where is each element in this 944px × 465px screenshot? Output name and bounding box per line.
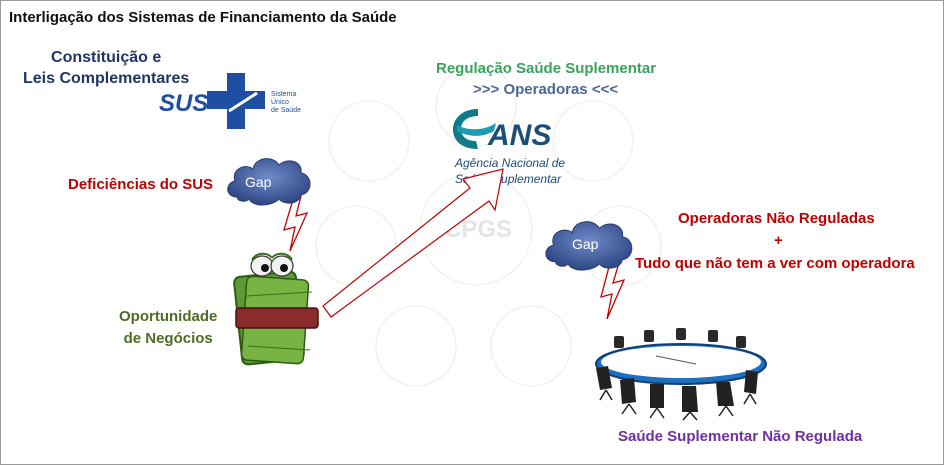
nao-reguladas-line-2: Tudo que não tem a ver com operadora (635, 255, 915, 272)
gap-cloud-icon-right (545, 221, 633, 271)
sus-line-1: Sistema (271, 91, 296, 98)
ans-swoosh-icon (453, 109, 496, 149)
opportunity-arrow (322, 168, 504, 318)
page-title: Interligação dos Sistemas de Financiamen… (9, 9, 397, 26)
sus-line-3: de Saúde (271, 107, 301, 114)
regulation-subtitle: >>> Operadoras <<< (473, 81, 619, 98)
sus-logo: SUS Sistema Único de Saúde (159, 73, 301, 129)
constitution-line-1: Constituição e (51, 49, 162, 66)
oportunidade-line-2: de Negócios (123, 330, 213, 347)
sus-acronym: SUS (159, 90, 208, 117)
constitution-label: Constituição e Leis Complementares (23, 47, 189, 89)
ans-acronym: ANS (487, 119, 551, 152)
ans-subtitle-1: Agência Nacional de (455, 156, 566, 170)
gap-label-right: Gap (572, 236, 599, 252)
deficiencias-label: Deficiências do SUS (68, 176, 214, 193)
gap-cloud-icon-left (227, 158, 311, 206)
conference-table-icon (595, 328, 767, 421)
constitution-line-2: Leis Complementares (23, 70, 190, 87)
oportunidade-label: Oportunidade de Negócios (119, 306, 217, 350)
saude-suplementar-nao-regulada-label: Saúde Suplementar Não Regulada (618, 428, 863, 445)
nao-reguladas-line-1: Operadoras Não Reguladas (678, 210, 875, 227)
regulation-title: Regulação Saúde Suplementar (436, 60, 657, 77)
sus-cross-icon (207, 73, 265, 129)
nao-reguladas-plus: + (774, 232, 783, 249)
gap-label-left: Gap (245, 174, 272, 190)
lightning-icon-left (283, 195, 309, 252)
oportunidade-line-1: Oportunidade (119, 308, 218, 325)
sus-line-2: Único (271, 97, 289, 106)
ans-logo: ANS (453, 109, 551, 152)
money-character-icon (233, 252, 319, 366)
